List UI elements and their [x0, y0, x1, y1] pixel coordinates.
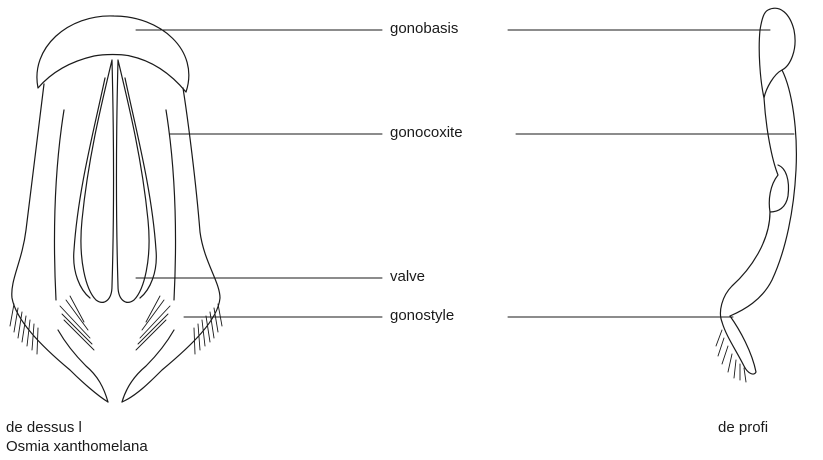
profile-gonocoxite-back	[720, 98, 778, 322]
dorsal-view-drawing	[10, 16, 222, 402]
dorsal-coxite-inner-left	[54, 110, 64, 300]
dorsal-valve-left	[81, 60, 114, 302]
profile-gonostyle-bristles	[716, 330, 746, 382]
profile-gonostyle-shape	[722, 316, 756, 374]
label-gonobasis: gonobasis	[390, 20, 458, 38]
label-gonostyle: gonostyle	[390, 307, 454, 325]
dorsal-gonocoxite-right	[122, 88, 220, 402]
profile-notch	[770, 165, 789, 212]
profile-view-drawing	[716, 8, 796, 382]
dorsal-coxite-inner-right	[166, 110, 176, 300]
caption-profile-view: de profi	[718, 418, 768, 437]
profile-gonobasis-shape	[759, 8, 795, 98]
label-gonocoxite: gonocoxite	[390, 124, 463, 142]
dorsal-valve-right	[117, 60, 150, 302]
profile-gonocoxite-shape	[730, 70, 796, 316]
caption-species: Osmia xanthomelana	[6, 437, 148, 456]
leader-lines	[136, 30, 794, 317]
dorsal-gonostyle-left-bristles	[10, 296, 94, 354]
dorsal-gonostyle-right-bristles	[136, 296, 222, 354]
label-valve: valve	[390, 268, 425, 286]
caption-dorsal-view: de dessus l	[6, 418, 82, 437]
